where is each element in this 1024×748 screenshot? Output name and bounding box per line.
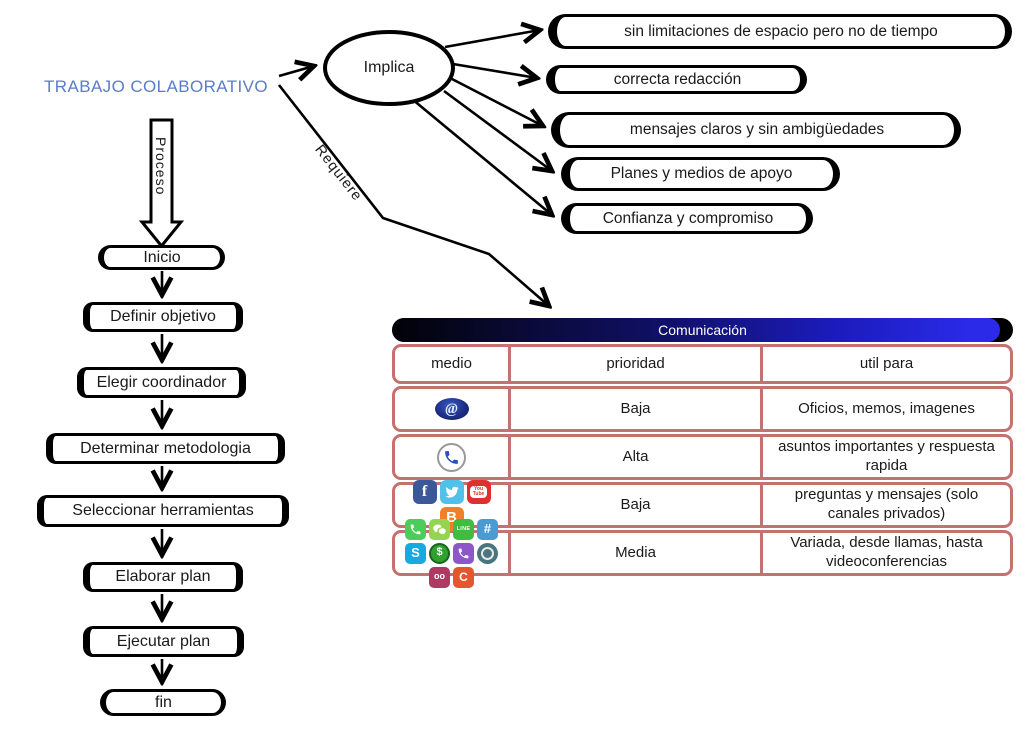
- dollar-chat-icon: $: [429, 542, 450, 564]
- arrow-requiere-to-table: [277, 84, 549, 306]
- viber-icon: [453, 542, 474, 564]
- implica-node-label: Implica: [363, 59, 415, 76]
- skype-icon: S: [405, 542, 426, 564]
- implica-item-box: correcta redacción: [546, 65, 807, 94]
- page-title: TRABAJO COLABORATIVO: [44, 77, 269, 96]
- arrow-implica-4: [443, 89, 552, 171]
- table-row-messaging: LINE # S $ oo C Media Variada, desde lla…: [392, 518, 1013, 588]
- c-chat-icon: C: [453, 566, 474, 588]
- comunicacion-title-bar: Comunicación: [392, 318, 1013, 342]
- cell-prioridad: Alta: [511, 437, 763, 477]
- comunicacion-table: Comunicación medio prioridad util para @…: [392, 318, 1013, 588]
- flow-node-elaborar-plan: Elaborar plan: [83, 562, 243, 592]
- hashtag-chat-icon: #: [477, 518, 498, 540]
- flow-node-fin: fin: [100, 689, 226, 716]
- flow-node-definir-objetivo: Definir objetivo: [83, 302, 243, 332]
- col-header-prioridad: prioridad: [511, 347, 763, 381]
- youtube-icon: You Tube: [466, 479, 491, 504]
- arrow-implica-5: [411, 97, 552, 215]
- flow-node-seleccionar-herramientas: Seleccionar herramientas: [37, 495, 289, 527]
- cell-util: asuntos importantes y respuesta rapida: [778, 438, 995, 474]
- table-row-social: f You Tube B Baja preguntas y mensajes (…: [392, 479, 1013, 531]
- col-header-util-para: util para: [859, 354, 914, 372]
- cell-prioridad: Baja: [511, 485, 763, 525]
- social-icons: f You Tube B: [403, 479, 500, 532]
- whatsapp-icon: [405, 518, 426, 540]
- implica-ellipse: [323, 30, 455, 106]
- messaging-icons: LINE # S $ oo C: [403, 518, 500, 589]
- wechat-icon: [429, 518, 450, 540]
- comunicacion-title: Comunicación: [658, 322, 747, 338]
- col-header-medio: medio: [395, 347, 511, 381]
- implica-item-box: Planes y medios de apoyo: [561, 157, 840, 191]
- implica-item-box: mensajes claros y sin ambigüedades: [551, 112, 961, 148]
- flow-node-elegir-coordinador: Elegir coordinador: [77, 367, 246, 398]
- facebook-icon: f: [412, 479, 437, 504]
- arrow-implica-1: [444, 30, 540, 49]
- cell-util: Variada, desde llamas, hasta videoconfer…: [790, 534, 983, 570]
- cell-util: preguntas y mensajes (solo canales priva…: [794, 486, 979, 522]
- table-row-email: @ Baja Oficios, memos, imagenes: [392, 386, 1013, 432]
- implica-item-box: Confianza y compromiso: [561, 203, 813, 234]
- cell-medio: [395, 437, 511, 477]
- cell-medio: LINE # S $ oo C: [395, 518, 511, 588]
- flow-node-inicio: Inicio: [98, 245, 225, 270]
- arrow-implica-2: [452, 62, 537, 78]
- flow-node-determinar-metodologia: Determinar metodologia: [46, 433, 285, 464]
- email-icon: @: [434, 398, 469, 420]
- proceso-block-arrow: [138, 118, 185, 249]
- twitter-icon: [439, 479, 464, 504]
- implica-item-box: sin limitaciones de espacio pero no de t…: [548, 14, 1012, 49]
- line-icon: LINE: [453, 518, 474, 540]
- phone-icon: [437, 442, 466, 472]
- arrow-title-to-implica: [278, 66, 314, 76]
- cell-util: Oficios, memos, imagenes: [798, 399, 975, 417]
- table-header-row: medio prioridad util para: [392, 344, 1013, 384]
- proceso-arrow-label: Proceso: [153, 137, 169, 196]
- cell-medio: f You Tube B: [395, 479, 511, 531]
- cell-medio: @: [395, 389, 511, 429]
- goggles-chat-icon: oo: [429, 566, 450, 588]
- cell-prioridad: Media: [511, 533, 763, 573]
- table-row-phone: Alta asuntos importantes y respuesta rap…: [392, 434, 1013, 480]
- title-bar-gradient: [392, 318, 1000, 342]
- ring-chat-icon: [477, 542, 498, 564]
- arrow-implica-3: [451, 77, 543, 126]
- flow-node-ejecutar-plan: Ejecutar plan: [83, 626, 244, 657]
- cell-prioridad: Baja: [511, 389, 763, 429]
